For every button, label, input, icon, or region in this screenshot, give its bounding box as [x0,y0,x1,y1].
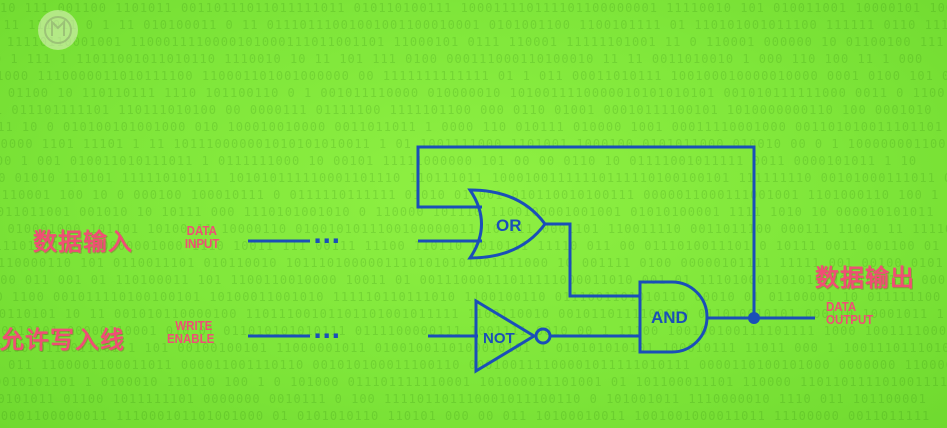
data-output-label-en: DATA OUTPUT [826,301,873,327]
write-enable-dots: ··· [313,322,340,350]
or-gate [467,188,547,260]
feedback-wire [416,145,756,318]
not-gate [474,298,537,374]
data-output-label-en-line2: OUTPUT [826,313,874,327]
write-enable-label-en: WRITE ENABLE [167,320,214,346]
not-gate-label: NOT [483,330,515,347]
data-input-label-en: DATA INPUT [183,224,220,251]
data-input-label-en-line1: DATA [186,224,217,238]
data-input-dots: ··· [313,227,340,255]
output-junction-dot [748,312,760,324]
write-enable-label-en-line1: WRITE [175,319,213,333]
write-enable-label-en-line2: ENABLE [167,332,215,346]
pbs-logo-icon [38,10,78,50]
data-output-label-en-line1: DATA [826,300,857,314]
not-gate-bubble [534,327,552,345]
and-gate-label: AND [651,308,688,327]
data-output-label-cn: 数据输出 [815,264,915,292]
or-to-and-wire [545,222,640,298]
data-input-label-cn: 数据输入 [33,228,133,256]
data-input-label-en-line2: INPUT [184,237,220,251]
and-gate [638,280,709,354]
write-enable-label-cn: 允许写入线 [0,326,125,354]
or-gate-label: OR [496,216,522,235]
